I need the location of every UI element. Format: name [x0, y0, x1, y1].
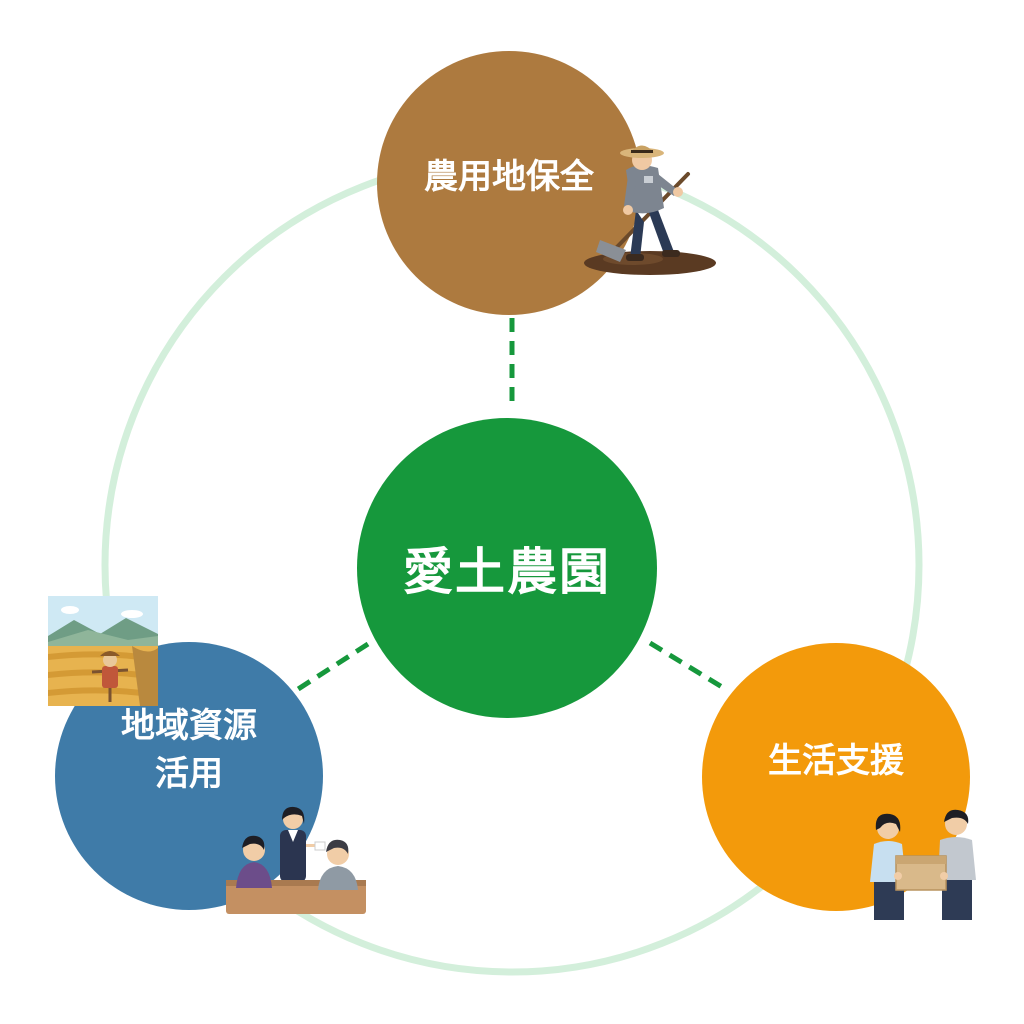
node-left-lines: 地域資源 活用 [121, 703, 257, 798]
node-left-label-line2: 活用 [155, 754, 223, 794]
node-farmland-conservation: 農用地保全 [377, 51, 641, 315]
people-delivering-box-icon [870, 809, 976, 920]
scarecrow-field-icon [48, 596, 158, 706]
center-label: 愛土農園 [403, 543, 611, 601]
node-center: 愛土農園 [357, 418, 657, 718]
node-left-label-line1: 地域資源 [121, 706, 257, 747]
connector-left [290, 641, 370, 696]
node-right-label: 生活支援 [768, 740, 904, 781]
farmer-with-hoe-icon [584, 145, 716, 275]
node-top-label: 農用地保全 [424, 156, 594, 197]
connector-right [648, 640, 729, 693]
meeting-people-icon [226, 806, 366, 914]
